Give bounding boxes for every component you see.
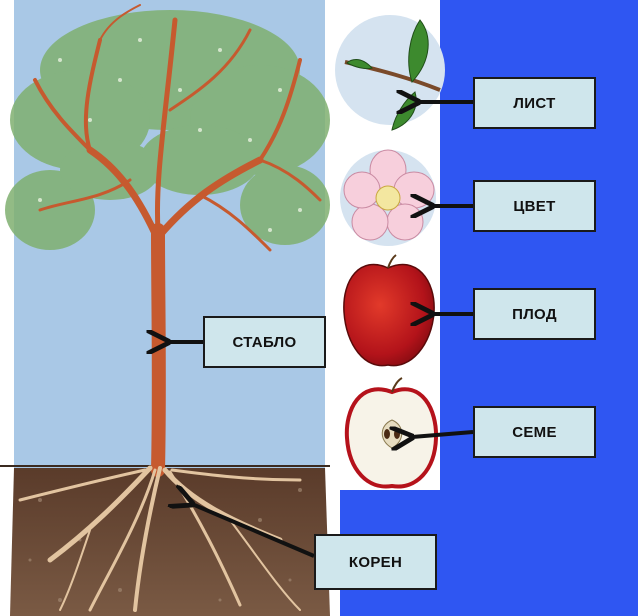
arrow-seed xyxy=(412,432,474,437)
apple-half-icon xyxy=(344,377,439,489)
tree-roots xyxy=(18,465,302,612)
seed-label: СЕМЕ xyxy=(473,406,596,458)
root-label: КОРЕН xyxy=(314,534,437,590)
arrow-root xyxy=(192,504,315,558)
apple-icon xyxy=(343,254,435,367)
fruit-label: ПЛОД xyxy=(473,288,596,340)
leaf-label: ЛИСТ xyxy=(473,77,596,129)
soil xyxy=(10,468,330,616)
flower-label: ЦВЕТ xyxy=(473,180,596,232)
label-arrows xyxy=(168,102,474,558)
flower-icon xyxy=(343,149,435,241)
stem-label: СТАБЛО xyxy=(203,316,326,368)
